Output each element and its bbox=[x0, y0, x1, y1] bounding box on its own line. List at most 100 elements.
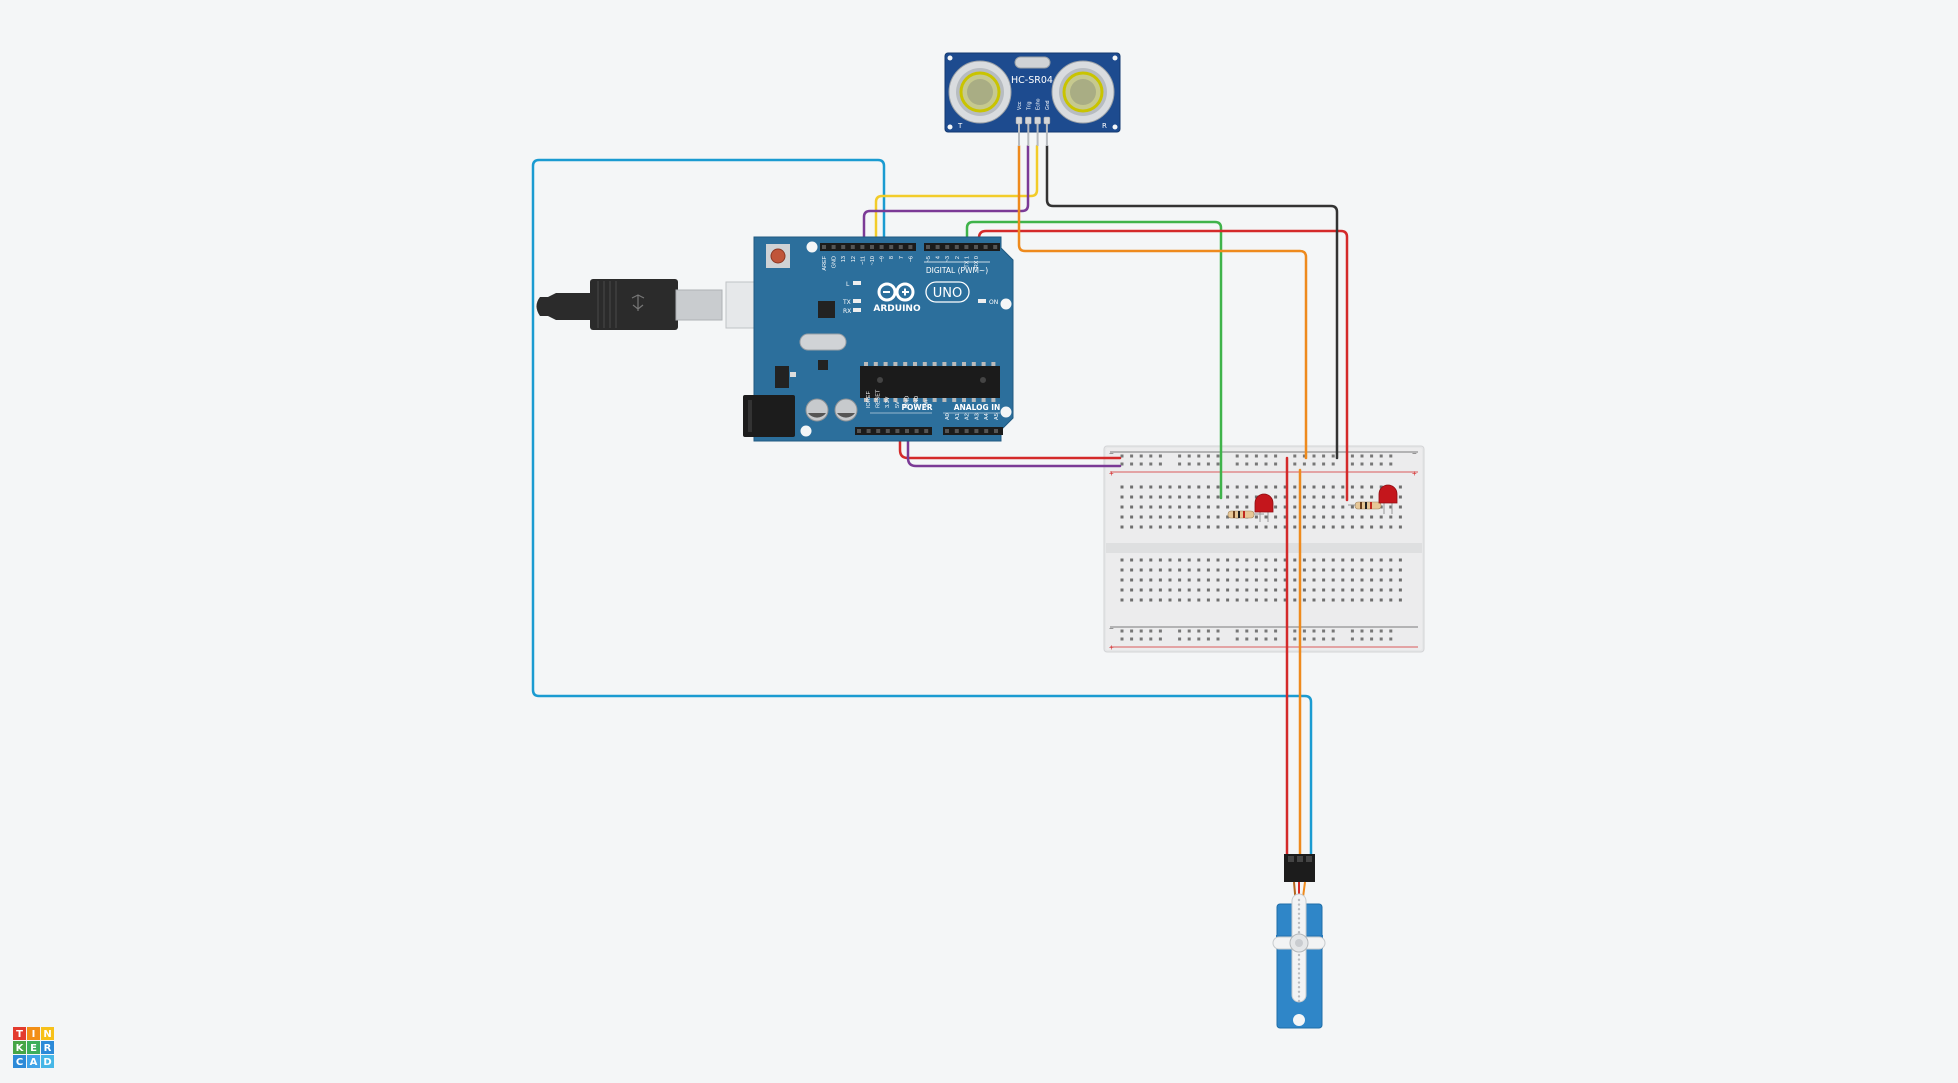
power-jack[interactable] bbox=[743, 395, 795, 437]
arduino-brand-label: ARDUINO bbox=[873, 304, 921, 314]
pin-label: ~5 bbox=[926, 256, 932, 262]
sensor-pin[interactable] bbox=[1025, 116, 1032, 125]
pin-label: A0 bbox=[945, 413, 951, 420]
led-right-group[interactable] bbox=[1348, 484, 1398, 514]
sensor-pin-label: Vcc bbox=[1017, 101, 1023, 110]
transducer-right bbox=[1051, 60, 1115, 124]
sensor-t-mark: T bbox=[957, 122, 963, 130]
servo-horn[interactable] bbox=[1272, 893, 1326, 1003]
sensor-pin[interactable] bbox=[1043, 116, 1051, 125]
resistor-right[interactable] bbox=[1354, 501, 1382, 510]
pin-label: A2 bbox=[965, 413, 971, 420]
rail-minus-label: − bbox=[1109, 449, 1114, 458]
rail-plus-label-right: + bbox=[1412, 469, 1417, 478]
breadboard[interactable]: − + − + − + bbox=[1103, 445, 1425, 653]
logo-letter: K bbox=[16, 1043, 25, 1054]
logo-letter: T bbox=[16, 1029, 23, 1040]
header-top-right[interactable] bbox=[924, 243, 1000, 251]
wire-black[interactable] bbox=[1045, 144, 1339, 460]
logo-letter: A bbox=[30, 1057, 38, 1068]
header-analog[interactable] bbox=[943, 427, 1003, 435]
pin-label: A3 bbox=[974, 413, 980, 420]
logo-letter: D bbox=[43, 1057, 51, 1068]
sensor-r-mark: R bbox=[1102, 122, 1107, 130]
pin-label: AREF bbox=[822, 255, 828, 270]
pin-label: A4 bbox=[984, 413, 990, 420]
header-power[interactable] bbox=[855, 427, 932, 435]
led-left[interactable] bbox=[1254, 493, 1274, 513]
led-left-group[interactable] bbox=[1227, 493, 1274, 522]
wire-blue[interactable] bbox=[531, 158, 1313, 862]
pin-label: 3.3V bbox=[885, 396, 891, 408]
pin-label: GND bbox=[904, 396, 910, 408]
rail-minus-label-right: − bbox=[1412, 449, 1417, 458]
sensor-pin-label: Gnd bbox=[1045, 100, 1051, 110]
pin-label: 13 bbox=[841, 256, 847, 262]
logo-tile bbox=[27, 1041, 40, 1054]
usb-cable[interactable] bbox=[536, 279, 791, 330]
logo-letter: N bbox=[43, 1029, 51, 1040]
led-on-label: ON bbox=[989, 299, 998, 306]
breadboard-holes[interactable] bbox=[1120, 454, 1402, 641]
power-label: POWER bbox=[901, 403, 932, 412]
pin-label: 5V bbox=[895, 401, 901, 408]
wire-orange[interactable] bbox=[1017, 144, 1308, 460]
led-l-label: L bbox=[846, 281, 850, 288]
logo-tile bbox=[13, 1027, 26, 1040]
led-tx bbox=[853, 299, 861, 303]
pin-label: Vin bbox=[924, 400, 930, 408]
rail-plus-label-bottom: + bbox=[1109, 643, 1114, 652]
wires bbox=[531, 144, 1349, 862]
pin-label: RESET bbox=[876, 389, 882, 408]
pin-label: GND bbox=[914, 396, 920, 408]
rail-minus-label-bottom: − bbox=[1109, 624, 1114, 633]
wire-purple[interactable] bbox=[862, 144, 1030, 247]
pin-label: ~6 bbox=[908, 256, 914, 262]
logo-letter: I bbox=[32, 1029, 36, 1040]
arduino-infinity-icon bbox=[877, 282, 915, 302]
logo-tile bbox=[27, 1055, 40, 1068]
wire-green[interactable] bbox=[965, 220, 1223, 500]
servo-motor[interactable] bbox=[1272, 854, 1326, 1029]
pin-label: ~10 bbox=[870, 256, 876, 265]
logo-tile bbox=[13, 1041, 26, 1054]
pin-label: 7 bbox=[899, 256, 905, 259]
sensor-pin-label: Echo bbox=[1036, 98, 1042, 110]
logo-letter: R bbox=[44, 1043, 52, 1054]
logo-tile bbox=[41, 1027, 54, 1040]
led-on bbox=[978, 299, 986, 303]
logo-tile bbox=[27, 1027, 40, 1040]
capacitor-1 bbox=[805, 398, 829, 422]
led-rx bbox=[853, 308, 861, 312]
pin-label: 12 bbox=[851, 256, 857, 262]
sensor-pin[interactable] bbox=[1034, 116, 1041, 125]
pin-label: GND bbox=[832, 256, 838, 268]
wire-red-top[interactable] bbox=[977, 229, 1349, 502]
pin-label: A1 bbox=[955, 413, 961, 420]
wire-purple-ground[interactable] bbox=[906, 430, 1122, 468]
wire-yellow[interactable] bbox=[874, 144, 1039, 247]
atmega-chip bbox=[860, 366, 1000, 398]
arduino-model-label: UNO bbox=[933, 286, 962, 301]
regulator bbox=[775, 366, 789, 388]
resistor-left[interactable] bbox=[1227, 510, 1255, 519]
transducer-left bbox=[948, 60, 1012, 124]
led-rx-label: RX bbox=[843, 308, 851, 315]
analog-in-label: ANALOG IN bbox=[954, 403, 1001, 412]
pin-label: IOREF bbox=[866, 391, 872, 408]
logo-tile bbox=[13, 1055, 26, 1068]
crystal-oscillator bbox=[1014, 56, 1051, 69]
pin-label: 8 bbox=[889, 256, 895, 259]
rail-plus-label: + bbox=[1109, 469, 1114, 478]
led-right[interactable] bbox=[1378, 484, 1398, 504]
pin-label: 2 bbox=[955, 256, 961, 259]
logo-tile bbox=[41, 1055, 54, 1068]
header-top-left[interactable] bbox=[820, 243, 916, 251]
pin-label: ~3 bbox=[945, 256, 951, 262]
sensor-pin[interactable] bbox=[1015, 116, 1023, 125]
